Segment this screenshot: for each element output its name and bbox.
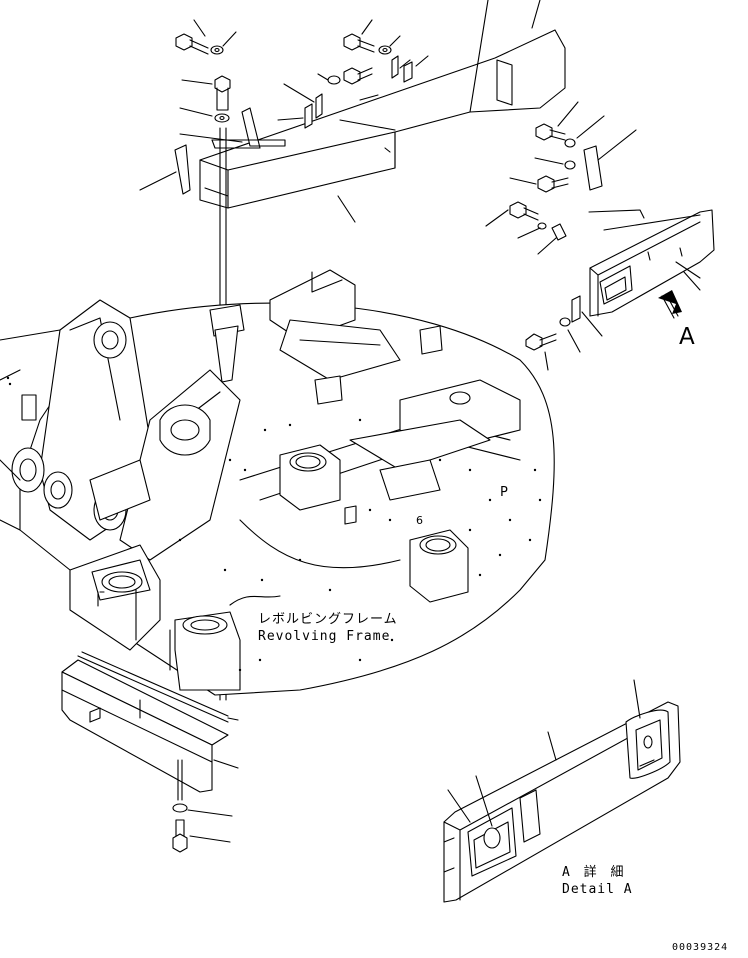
- view-arrow-label: A: [679, 324, 695, 350]
- side-cover-part: [485, 101, 715, 371]
- drawing-code: 00039324: [672, 942, 729, 953]
- svg-text:6: 6: [416, 514, 423, 527]
- detail-a-view: [443, 679, 681, 903]
- revolving-frame-label-en: Revolving Frame: [258, 629, 391, 644]
- counterweight-cover-part: [199, 0, 566, 209]
- revolving-frame-part: P 6: [0, 269, 555, 696]
- svg-text:P: P: [500, 485, 508, 500]
- under-cover-part: [61, 651, 239, 853]
- detail-a-label-en: Detail A: [562, 882, 633, 897]
- detail-a-label-jp: A 詳 細: [562, 865, 627, 880]
- revolving-frame-label-jp: レボルビングフレーム: [258, 612, 398, 627]
